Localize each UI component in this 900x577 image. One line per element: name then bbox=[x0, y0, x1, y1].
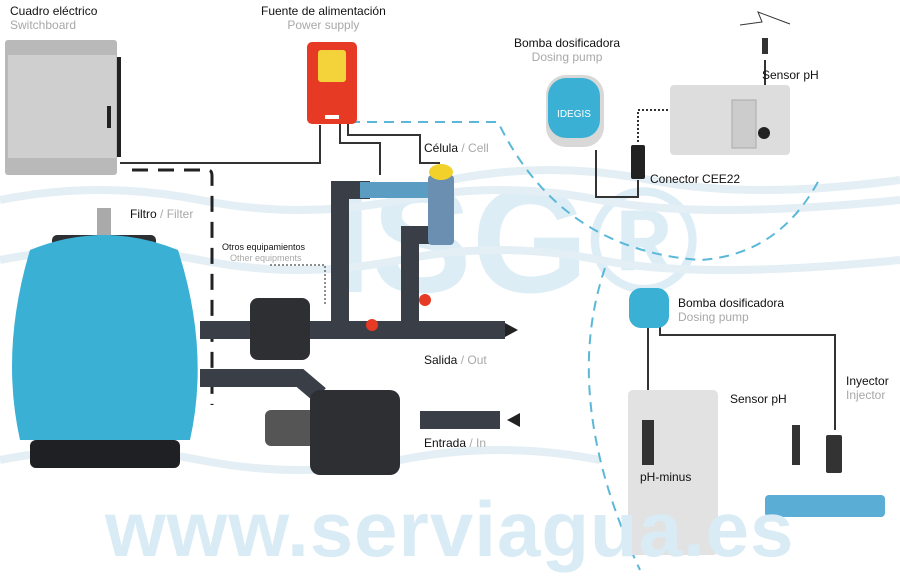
dashed-separator bbox=[350, 121, 821, 571]
sensor-ph-top-label: Sensor pH bbox=[762, 68, 819, 82]
connector-label: Conector CEE22 bbox=[650, 172, 741, 186]
injection-manifold bbox=[765, 425, 885, 517]
electrolysis-cell bbox=[428, 164, 454, 245]
inlet-arrow-icon bbox=[507, 413, 520, 427]
dosing-pump-bottom bbox=[629, 288, 669, 328]
power-supply bbox=[307, 42, 357, 124]
dosing-pump-top: IDEGIS bbox=[546, 75, 604, 147]
pipework bbox=[200, 181, 505, 429]
switchboard bbox=[5, 40, 121, 175]
sand-filter bbox=[12, 208, 198, 468]
pump-brand-text: IDEGIS bbox=[557, 109, 591, 120]
equipment-zone-dash bbox=[132, 168, 214, 405]
ph-minus-label: pH-minus bbox=[640, 470, 692, 484]
multiport-valve bbox=[250, 298, 310, 360]
filter-label: Filtro / Filter bbox=[130, 207, 194, 221]
cell-label: Célula / Cell bbox=[424, 141, 489, 155]
valve bbox=[366, 319, 378, 331]
suction-lance bbox=[642, 420, 654, 465]
cables bbox=[120, 60, 836, 470]
inlet-label: Entrada / In bbox=[424, 436, 487, 450]
valve bbox=[419, 294, 431, 306]
other-equipment-pointer bbox=[270, 264, 326, 305]
sensor-ph-bottom-label: Sensor pH bbox=[730, 392, 787, 406]
cee22-connector bbox=[631, 145, 645, 179]
circulation-pump bbox=[265, 390, 400, 475]
outlet-arrow-icon bbox=[505, 323, 518, 337]
outlet-label: Salida / Out bbox=[424, 353, 487, 367]
cell-manifold bbox=[360, 182, 430, 198]
ph-controller bbox=[670, 11, 791, 155]
